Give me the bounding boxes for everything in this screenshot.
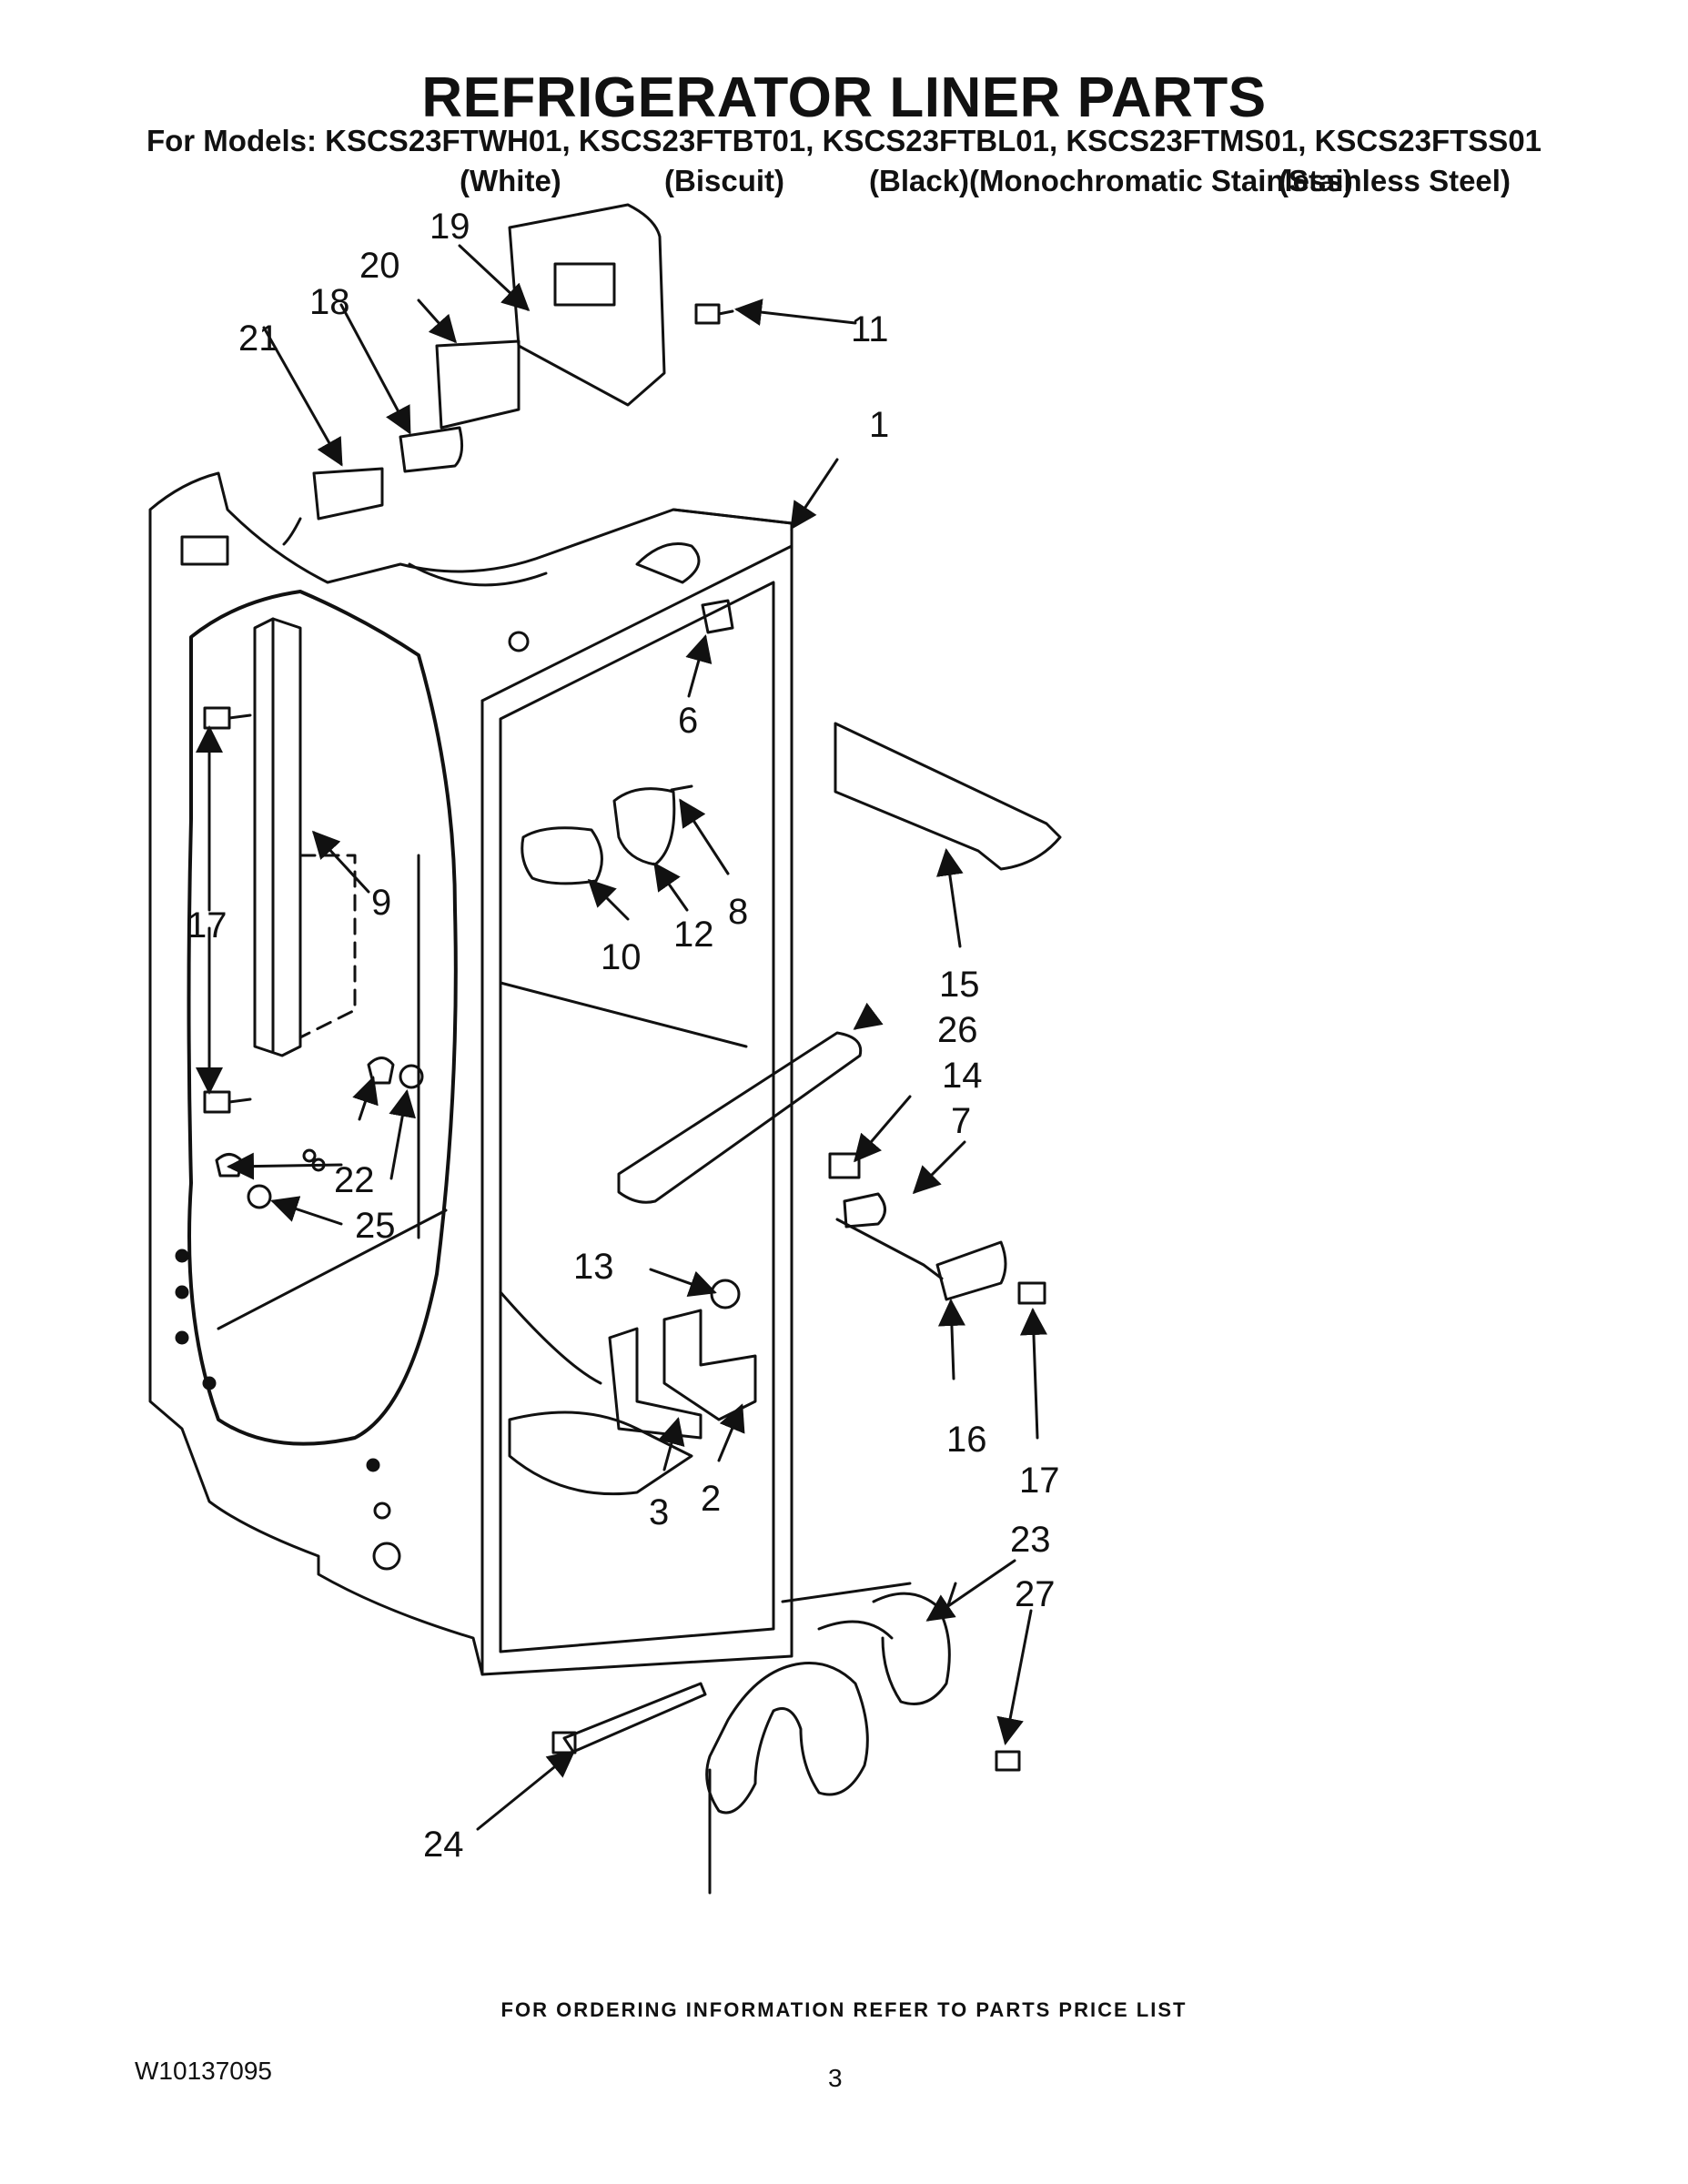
part-9-rail — [253, 617, 357, 1057]
callout-16: 16 — [946, 1420, 987, 1460]
liner-cabinet — [148, 471, 793, 1676]
callout-17-left: 17 — [187, 905, 227, 945]
callout-9: 9 — [371, 883, 391, 923]
callout-23: 23 — [1010, 1520, 1051, 1560]
callout-8: 8 — [728, 892, 748, 932]
callout-22: 22 — [334, 1160, 375, 1200]
document-number: W10137095 — [135, 2057, 273, 2085]
part-11-screw — [694, 303, 734, 325]
callout-10: 10 — [601, 937, 642, 977]
color-white: (White) — [460, 164, 561, 197]
callout-2: 2 — [701, 1479, 721, 1519]
callout-26: 26 — [937, 1010, 978, 1050]
callout-15: 15 — [939, 965, 980, 1005]
color-biscuit: (Biscuit) — [664, 164, 784, 197]
callout-11: 11 — [851, 309, 889, 349]
callout-6: 6 — [678, 701, 698, 741]
leader-arrows — [196, 244, 1047, 1831]
callout-21: 21 — [238, 318, 279, 359]
callout-12: 12 — [673, 915, 714, 955]
callout-18: 18 — [309, 282, 350, 322]
callout-13: 13 — [573, 1247, 614, 1287]
part-26-divider — [617, 1031, 863, 1204]
callout-25: 25 — [355, 1206, 396, 1246]
left-fasteners — [203, 706, 424, 1209]
callout-20: 20 — [359, 246, 400, 286]
callout-7: 7 — [951, 1101, 971, 1141]
page-title: REFRIGERATOR LINER PARTS — [421, 66, 1267, 129]
color-monochromatic-stainless: (Monochromatic Stainless) — [969, 164, 1353, 197]
page-number: 3 — [828, 2064, 843, 2092]
center-controls — [521, 599, 734, 885]
callout-17-right: 17 — [1019, 1461, 1060, 1501]
models-line: For Models: KSCS23FTWH01, KSCS23FTBT01, … — [146, 124, 1542, 157]
callout-14: 14 — [942, 1056, 983, 1096]
top-control-assembly — [282, 203, 666, 546]
part-24-cable-tie — [551, 1682, 707, 1754]
part-15-shelf — [834, 722, 1062, 871]
part-23-heater — [705, 1582, 1021, 1895]
ordering-note: FOR ORDERING INFORMATION REFER TO PARTS … — [500, 1998, 1188, 2021]
sensor-assembly — [828, 1152, 1046, 1305]
color-black: (Black) — [869, 164, 970, 197]
callout-19: 19 — [430, 207, 470, 247]
callout-labels: 1 2 3 6 7 8 9 10 11 12 13 14 15 16 17 17… — [187, 207, 1060, 1865]
callout-27: 27 — [1015, 1574, 1056, 1614]
callout-1: 1 — [869, 405, 889, 445]
callout-24: 24 — [423, 1825, 464, 1865]
lower-brackets — [608, 1279, 757, 1440]
color-stainless-steel: (Stainless Steel) — [1279, 164, 1511, 197]
callout-3: 3 — [649, 1492, 669, 1532]
